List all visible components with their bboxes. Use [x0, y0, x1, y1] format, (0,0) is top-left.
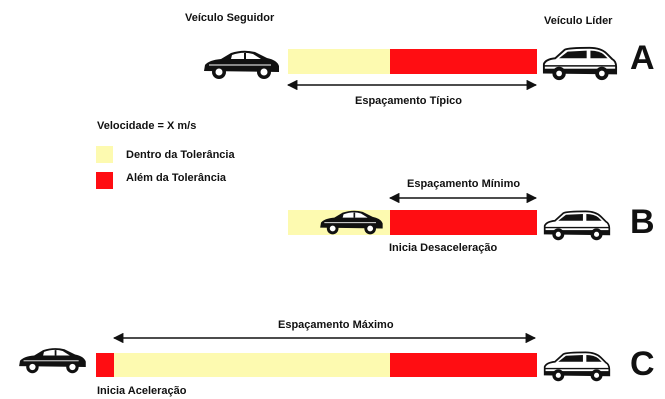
leader-car-icon [542, 349, 612, 383]
follower-car-icon [12, 343, 92, 375]
within-tolerance-zone [288, 49, 390, 74]
leader-car-icon [542, 44, 618, 82]
follower-car-icon [200, 45, 282, 81]
beyond-tolerance-zone [390, 210, 537, 235]
beyond-tolerance-zone [390, 49, 537, 74]
beyond-tolerance-zone [390, 353, 537, 377]
action-note: Inicia Aceleração [97, 385, 187, 397]
leader-vehicle-title: Veículo Líder [544, 15, 613, 27]
within-tolerance-swatch [96, 146, 113, 163]
beyond-tolerance-swatch [96, 172, 113, 189]
spacing-arrow [388, 193, 538, 203]
within-tolerance-zone [114, 353, 390, 377]
speed-label: Velocidade = X m/s [97, 120, 197, 132]
spacing-arrow [286, 80, 538, 90]
spacing-label: Espaçamento Típico [355, 95, 462, 107]
spacing-arrow [112, 333, 537, 343]
action-note: Inicia Desaceleração [389, 242, 498, 254]
scenario-letter: B [630, 203, 655, 241]
spacing-label: Espaçamento Máximo [278, 319, 394, 331]
spacing-label: Espaçamento Mínimo [407, 178, 521, 190]
follower-car-icon [313, 206, 389, 236]
leader-car-icon [542, 208, 612, 242]
follower-vehicle-title: Veículo Seguidor [185, 12, 275, 24]
beyond-tolerance-zone [96, 353, 114, 377]
beyond-tolerance-label: Além da Tolerância [126, 172, 227, 184]
scenario-letter: A [630, 39, 655, 77]
within-tolerance-label: Dentro da Tolerância [126, 149, 235, 161]
scenario-letter: C [630, 345, 655, 383]
